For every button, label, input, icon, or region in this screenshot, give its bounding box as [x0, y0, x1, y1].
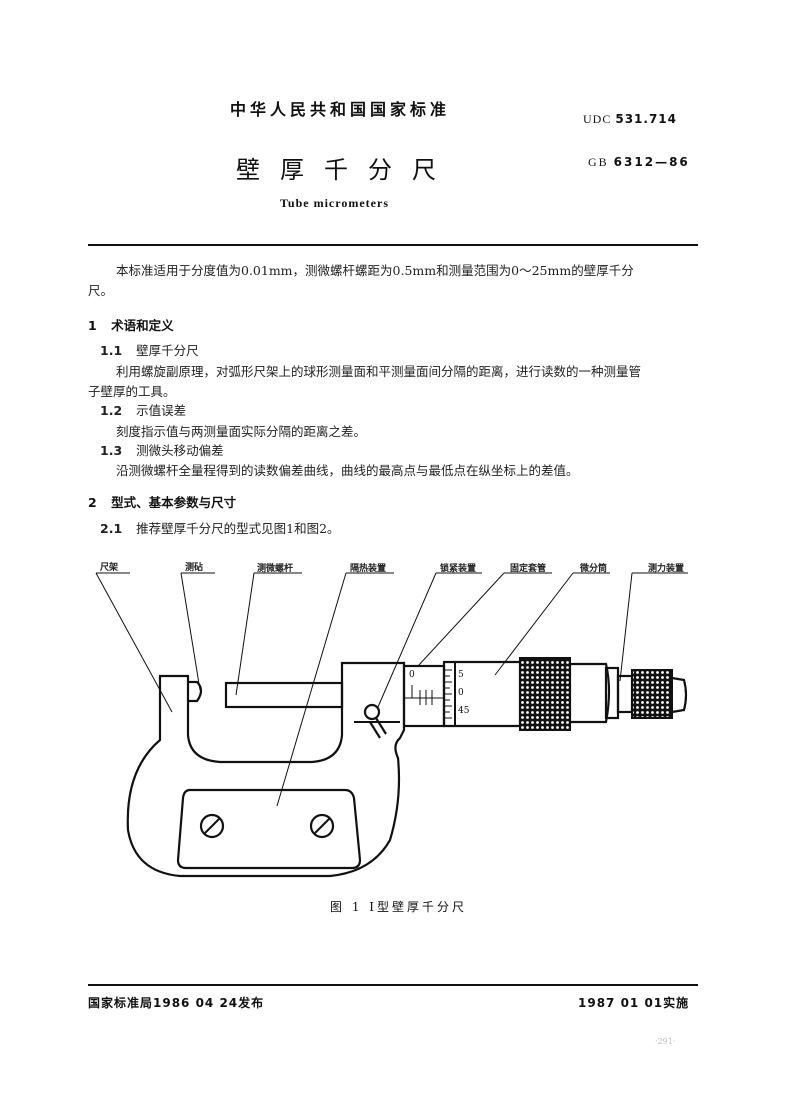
label-ratchet: 测力装置 [648, 564, 685, 574]
section-2-heading: 2 型式、基本参数与尺寸 [88, 492, 236, 511]
section-number: 2 [88, 495, 97, 510]
label-thimble: 微分筒 [580, 564, 608, 574]
standard-name: 中华人民共和国国家标准 [230, 100, 451, 119]
label-spindle: 测微螺杆 [257, 564, 294, 574]
figure-caption: 图 1 Ⅰ型壁厚千分尺 [330, 900, 468, 914]
gb-prefix: GB [588, 155, 609, 169]
label-frame: 尺架 [100, 563, 119, 573]
section-1-heading: 1 术语和定义 [88, 315, 174, 334]
issued-date: 国家标准局1986 04 24发布 [88, 996, 265, 1010]
gb-code: GB 6312—86 [588, 155, 690, 170]
item-1-1-text-2: 子壁厚的工具。 [88, 384, 176, 399]
item-1-1-text-1: 利用螺旋副原理，对弧形尺架上的球形测量面和平测量面间分隔的距离，进行读数的一种测… [116, 364, 642, 379]
label-lock: 锁紧装置 [440, 564, 477, 574]
page-title: 壁厚千分尺 [236, 156, 456, 184]
label-anvil: 测砧 [185, 563, 204, 573]
item-1-1-heading: 1.1 壁厚千分尺 [100, 340, 199, 362]
gb-number: 6312—86 [613, 155, 690, 169]
item-number: 2.1 [100, 521, 123, 536]
header-divider [88, 244, 698, 246]
thimble-scale-5: 5 [458, 670, 464, 680]
section-title: 术语和定义 [111, 318, 174, 333]
thimble-scale-45: 45 [458, 706, 470, 716]
intro-line-2: 尺。 [88, 283, 114, 298]
english-title: Tube micrometers [280, 196, 389, 210]
page-number: ·291· [655, 1037, 676, 1046]
item-1-3-heading: 1.3 测微头移动偏差 [100, 440, 224, 462]
item-1-2-heading: 1.2 示值误差 [100, 400, 186, 422]
item-2-1: 2.1 推荐壁厚千分尺的型式见图1和图2。 [100, 518, 340, 540]
effective-date: 1987 01 01实施 [578, 996, 690, 1010]
udc-number: 531.714 [615, 112, 677, 126]
item-number: 1.2 [100, 403, 123, 418]
item-title: 测微头移动偏差 [136, 443, 224, 458]
item-title: 壁厚千分尺 [136, 343, 199, 358]
item-number: 1.1 [100, 343, 123, 358]
item-1-3-text: 沿测微螺杆全量程得到的读数偏差曲线，曲线的最高点与最低点在纵坐标上的差值。 [116, 463, 579, 478]
thimble-scale-0: 0 [458, 688, 464, 698]
udc-code: UDC 531.714 [583, 112, 677, 127]
item-title: 示值误差 [136, 403, 187, 418]
udc-prefix: UDC [583, 112, 612, 126]
intro-line-1: 本标准适用于分度值为0.01mm，测微螺杆螺距为0.5mm和测量范围为0～25m… [116, 263, 634, 278]
footer-divider [88, 984, 698, 986]
section-number: 1 [88, 318, 97, 333]
sleeve-scale-zero: 0 [409, 670, 415, 680]
label-sleeve: 固定套管 [510, 564, 547, 574]
item-1-2-text: 刻度指示值与两测量面实际分隔的距离之差。 [116, 424, 367, 439]
label-insulation: 隔热装置 [350, 564, 387, 574]
section-title: 型式、基本参数与尺寸 [111, 495, 237, 510]
item-number: 1.3 [100, 443, 123, 458]
item-text: 推荐壁厚千分尺的型式见图1和图2。 [136, 521, 340, 536]
